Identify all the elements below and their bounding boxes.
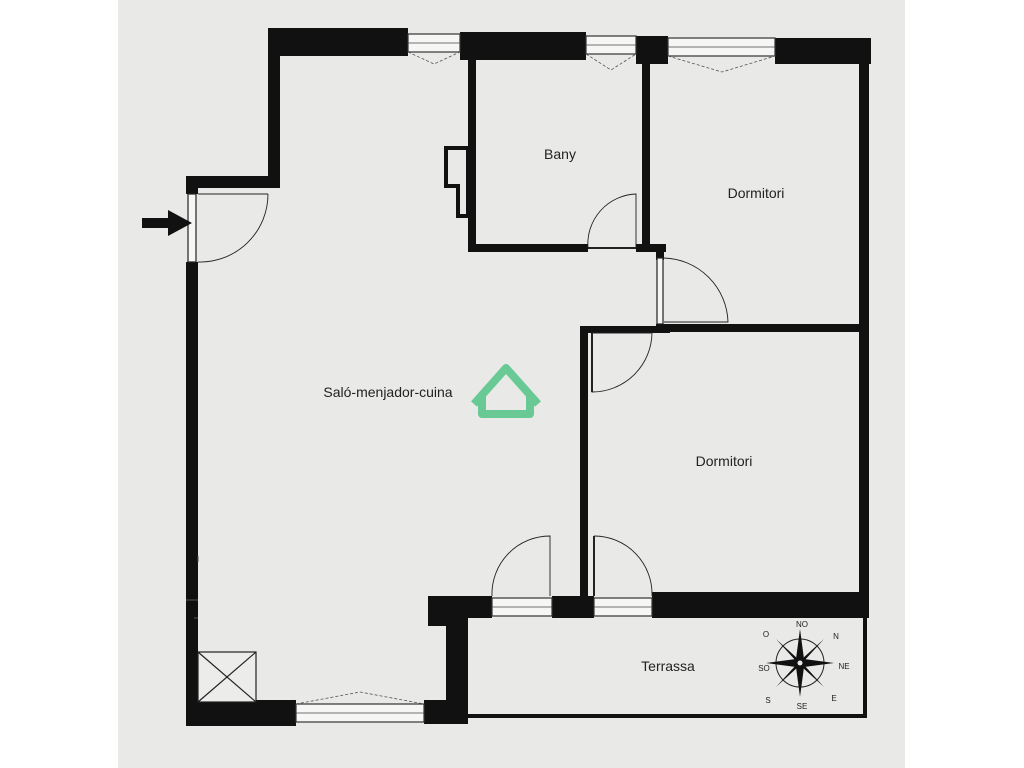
wall-bed2-left (580, 326, 588, 616)
terrace-door-2-swing (593, 535, 653, 597)
kitchen-cabinet-icon (197, 651, 257, 703)
wall-bed2-top (580, 326, 670, 333)
bed1-door-swing (663, 257, 729, 323)
compass-label-s: S (765, 696, 770, 705)
bath-duct (444, 146, 470, 218)
wall-bed1-left (656, 244, 664, 260)
room-label-dormitori-top: Dormitori (728, 185, 785, 201)
wall-left (186, 262, 198, 724)
compass-label-e: E (831, 694, 836, 703)
bath-door-swing (587, 193, 637, 249)
wall-terrace-divider (446, 596, 468, 724)
entry-arrow-icon (142, 210, 192, 236)
compass-label-so: SO (758, 664, 770, 673)
wall-bath-left (468, 56, 476, 252)
compass-label-no: NO (796, 620, 808, 629)
wall-bottom-left (186, 700, 296, 726)
terrace-door-1-swing (491, 535, 551, 597)
wall-top-mid (460, 32, 586, 60)
wall-terrace-bottom (466, 714, 866, 718)
compass-label-n: N (833, 632, 839, 641)
wall-terrace-top-a (428, 596, 492, 618)
compass-label-ne: NE (838, 662, 849, 671)
bed1-door-leaf (656, 257, 664, 325)
wall-left-upper (186, 176, 198, 194)
entry-door-leaf (187, 193, 197, 263)
entry-door-swing (197, 193, 269, 263)
wall-terrace-right (863, 596, 867, 718)
wall-bed1-bottom (656, 324, 868, 332)
wall-top-left (270, 28, 408, 56)
wall-bath-right (642, 60, 650, 252)
paper-background (118, 0, 905, 768)
doors (187, 193, 729, 597)
compass-label-se: SE (797, 702, 808, 711)
paper-right-margin (905, 0, 1024, 768)
compass-label-o: O (763, 630, 769, 639)
walls (186, 28, 871, 726)
room-label-bany: Bany (544, 146, 576, 162)
bed2-door-swing (591, 332, 653, 393)
room-label-dormitori-bottom: Dormitori (696, 453, 753, 469)
wall-top-mid2 (636, 36, 668, 64)
room-label-terrassa: Terrassa (641, 658, 695, 674)
wall-top-right (775, 38, 871, 64)
wall-bath-bottom-a (468, 244, 588, 252)
house-logo-icon (471, 364, 541, 418)
compass-rose-icon: N NE E SE S SO O NO (758, 620, 849, 711)
kitchen-marks (186, 556, 199, 619)
wall-step-horizontal (186, 176, 280, 188)
wall-terrace-top-c (652, 592, 868, 618)
wall-step-vertical (268, 28, 280, 188)
wall-bath-bottom-b (636, 244, 666, 252)
window-lines (296, 42, 775, 714)
window-swings (295, 51, 776, 705)
paper-left-margin (0, 0, 118, 768)
room-label-salo: Saló-menjador-cuina (323, 384, 452, 400)
